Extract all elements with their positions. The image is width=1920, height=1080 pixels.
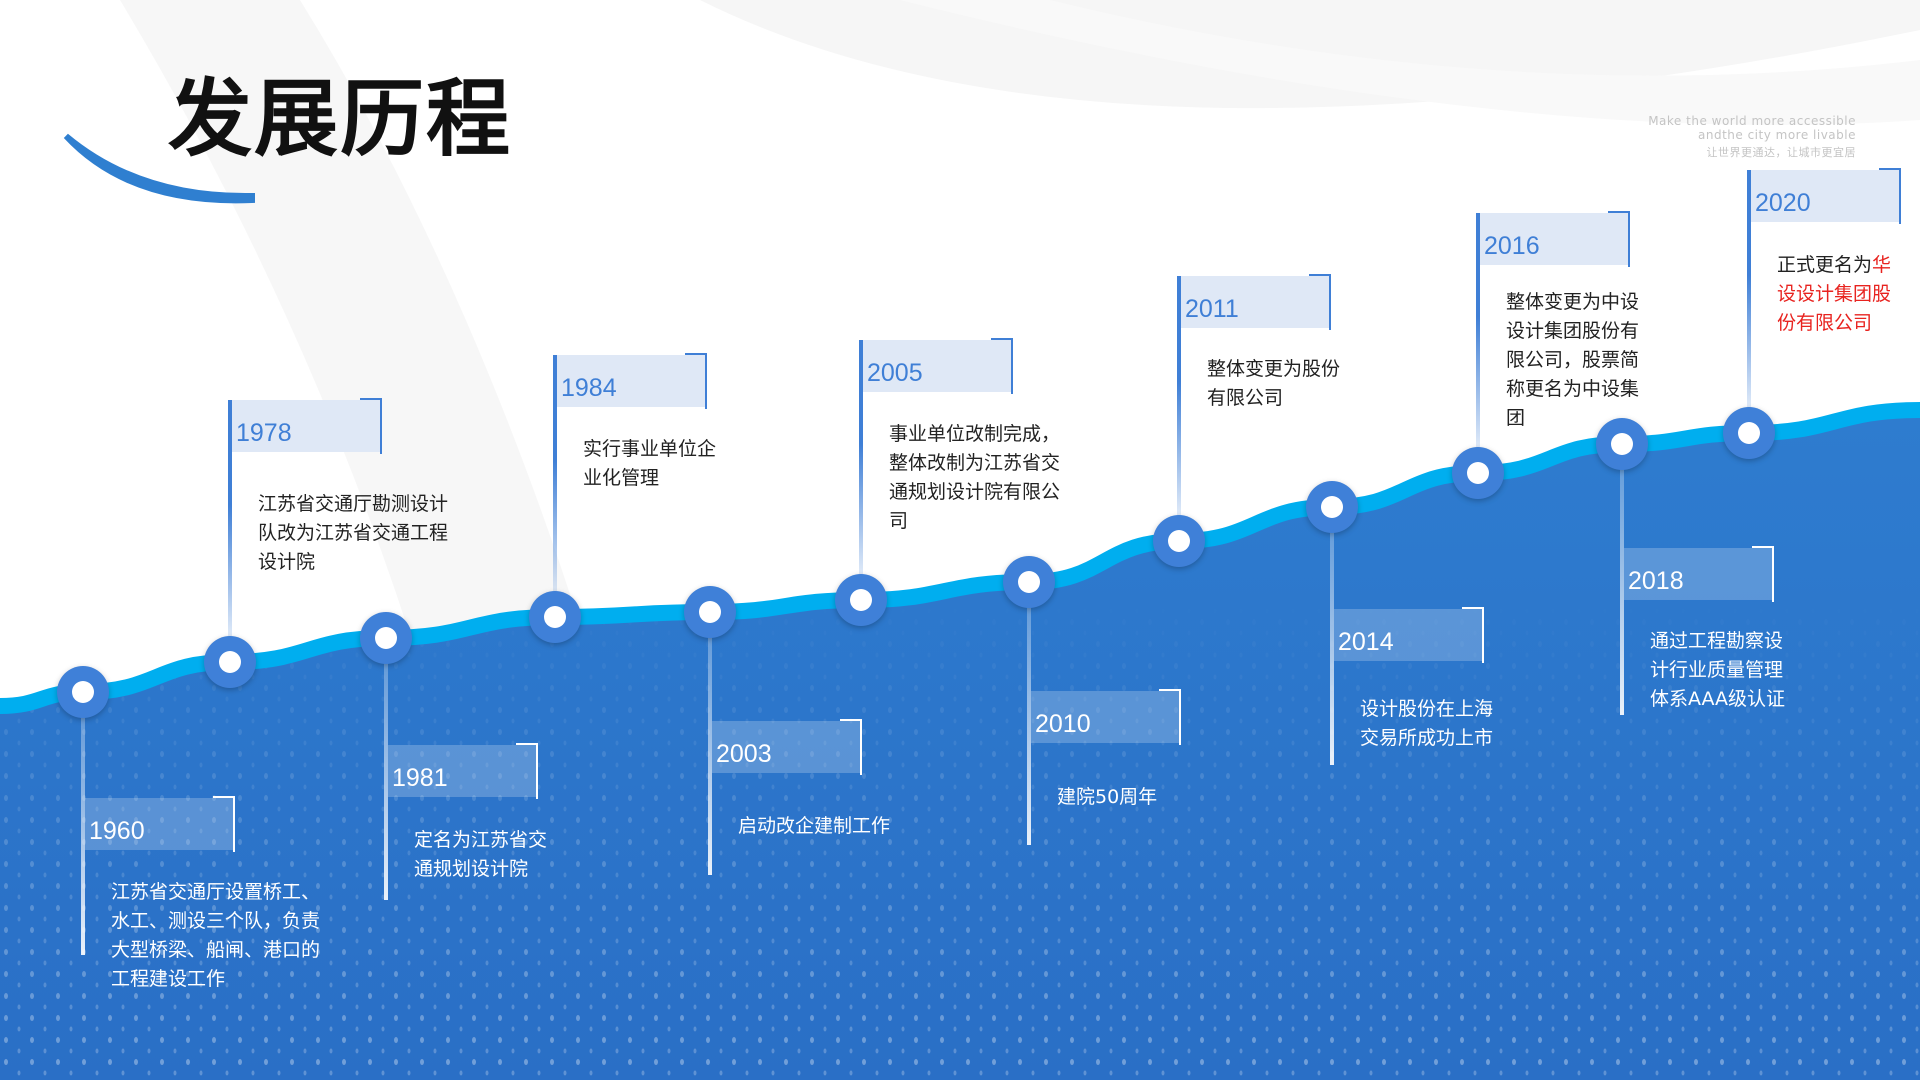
milestone-description: 整体变更为中设设计集团股份有限公司，股票简称更名为中设集团 xyxy=(1506,288,1656,433)
flag-pole xyxy=(228,400,232,662)
milestone-description: 江苏省交通厅勘测设计队改为江苏省交通工程设计院 xyxy=(258,490,448,577)
flag-pole xyxy=(708,612,712,875)
tagline-en-1: Make the world more accessible xyxy=(1648,114,1856,128)
timeline-node-1978[interactable] xyxy=(204,636,256,688)
milestone-year: 2003 xyxy=(716,740,772,768)
year-flag-2016: 2016 xyxy=(1480,211,1630,267)
timeline-node-2005[interactable] xyxy=(835,574,887,626)
year-flag-2011: 2011 xyxy=(1181,274,1331,330)
milestone-text: 整体变更为中设设计集团股份有限公司，股票简称更名为中设集团 xyxy=(1506,291,1640,429)
milestone-text: 通过工程勘察设计行业质量管理体系AAA级认证 xyxy=(1650,630,1786,710)
flag-pole xyxy=(1177,276,1181,541)
timeline-node-1960[interactable] xyxy=(57,666,109,718)
timeline-node-2011[interactable] xyxy=(1153,515,1205,567)
year-flag-2020: 2020 xyxy=(1751,168,1901,224)
flag-pole xyxy=(1476,213,1480,473)
tagline: Make the world more accessible andthe ci… xyxy=(1648,114,1856,160)
milestone-year: 2016 xyxy=(1484,232,1540,260)
year-flag-2018: 2018 xyxy=(1624,546,1774,602)
milestone-description: 江苏省交通厅设置桥工、水工、测设三个队，负责大型桥梁、船闸、港口的工程建设工作 xyxy=(111,878,321,994)
timeline-node-2014[interactable] xyxy=(1306,481,1358,533)
milestone-description: 正式更名为华设设计集团股份有限公司 xyxy=(1777,251,1907,338)
page-title: 发展历程 xyxy=(168,70,513,168)
milestone-text: 江苏省交通厅设置桥工、水工、测设三个队，负责大型桥梁、船闸、港口的工程建设工作 xyxy=(111,881,321,990)
milestone-description: 事业单位改制完成，整体改制为江苏省交通规划设计院有限公司 xyxy=(889,420,1064,536)
flag-pole xyxy=(384,638,388,900)
flag-pole xyxy=(1027,582,1031,845)
milestone-text: 定名为江苏省交通规划设计院 xyxy=(414,829,548,880)
year-flag-1960: 1960 xyxy=(85,796,235,852)
milestone-description: 设计股份在上海交易所成功上市 xyxy=(1360,695,1510,753)
milestone-text: 实行事业单位企业化管理 xyxy=(583,438,717,489)
timeline-node-1981[interactable] xyxy=(360,612,412,664)
milestone-description: 整体变更为股份有限公司 xyxy=(1207,355,1357,413)
milestone-year: 2020 xyxy=(1755,189,1811,217)
milestone-text: 正式更名为 xyxy=(1777,254,1873,276)
milestone-description: 定名为江苏省交通规划设计院 xyxy=(414,826,564,884)
year-flag-1978: 1978 xyxy=(232,398,382,454)
milestone-year: 1981 xyxy=(392,764,448,792)
year-flag-2010: 2010 xyxy=(1031,689,1181,745)
tagline-en-2: andthe city more livable xyxy=(1698,128,1856,142)
timeline-node-2016[interactable] xyxy=(1452,447,1504,499)
timeline-node-2010[interactable] xyxy=(1003,556,1055,608)
milestone-text: 整体变更为股份有限公司 xyxy=(1207,358,1341,409)
milestone-year: 1984 xyxy=(561,374,617,402)
milestone-text: 设计股份在上海交易所成功上市 xyxy=(1360,698,1494,749)
milestone-description: 实行事业单位企业化管理 xyxy=(583,435,733,493)
timeline-node-2003[interactable] xyxy=(684,586,736,638)
flag-pole xyxy=(859,340,863,600)
milestone-text: 启动改企建制工作 xyxy=(738,815,891,837)
milestone-description: 通过工程勘察设计行业质量管理体系AAA级认证 xyxy=(1650,627,1800,714)
year-flag-1984: 1984 xyxy=(557,353,707,409)
year-flag-2014: 2014 xyxy=(1334,607,1484,663)
milestone-description: 启动改企建制工作 xyxy=(738,812,928,841)
flag-pole xyxy=(553,355,557,617)
milestone-description: 建院50周年 xyxy=(1057,783,1207,812)
milestone-text: 江苏省交通厅勘测设计队改为江苏省交通工程设计院 xyxy=(258,493,449,573)
timeline-node-1984[interactable] xyxy=(529,591,581,643)
milestone-year: 2010 xyxy=(1035,710,1091,738)
milestone-year: 1978 xyxy=(236,419,292,447)
milestone-year: 2018 xyxy=(1628,567,1684,595)
year-flag-2003: 2003 xyxy=(712,719,862,775)
flag-pole xyxy=(81,692,85,955)
milestone-year: 2014 xyxy=(1338,628,1394,656)
milestone-year: 2005 xyxy=(867,359,923,387)
timeline-node-2018[interactable] xyxy=(1596,418,1648,470)
milestone-highlight: 华设设计集团股份有限公司 xyxy=(1777,254,1892,334)
milestone-year: 1960 xyxy=(89,817,145,845)
milestone-text: 建院50周年 xyxy=(1057,786,1158,808)
milestone-year: 2011 xyxy=(1185,295,1239,323)
year-flag-1981: 1981 xyxy=(388,743,538,799)
timeline-node-2020[interactable] xyxy=(1723,407,1775,459)
flag-pole xyxy=(1747,170,1751,433)
milestone-text: 事业单位改制完成，整体改制为江苏省交通规划设计院有限公司 xyxy=(889,423,1061,532)
flag-pole xyxy=(1330,507,1334,765)
flag-pole xyxy=(1620,444,1624,715)
tagline-cn: 让世界更通达，让城市更宜居 xyxy=(1706,146,1856,159)
year-flag-2005: 2005 xyxy=(863,338,1013,394)
wave-band xyxy=(0,402,1920,714)
